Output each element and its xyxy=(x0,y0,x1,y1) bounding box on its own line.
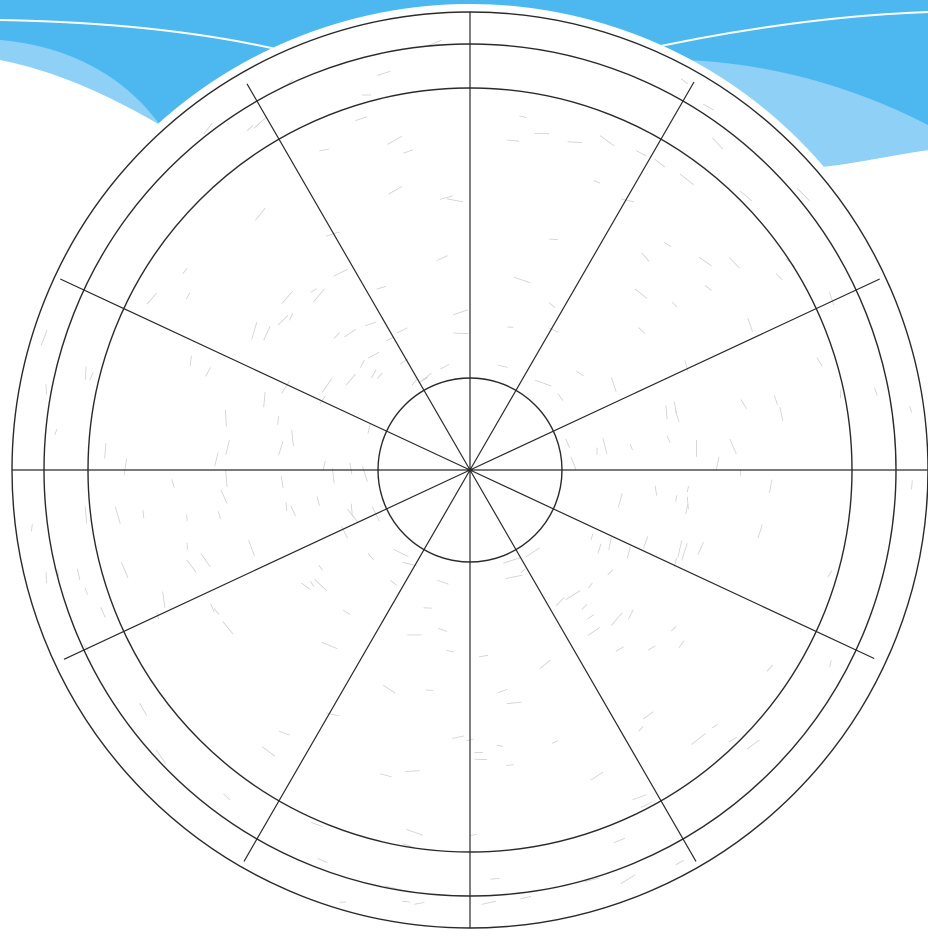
sketch-mark xyxy=(187,514,188,521)
sketch-mark xyxy=(286,502,287,511)
